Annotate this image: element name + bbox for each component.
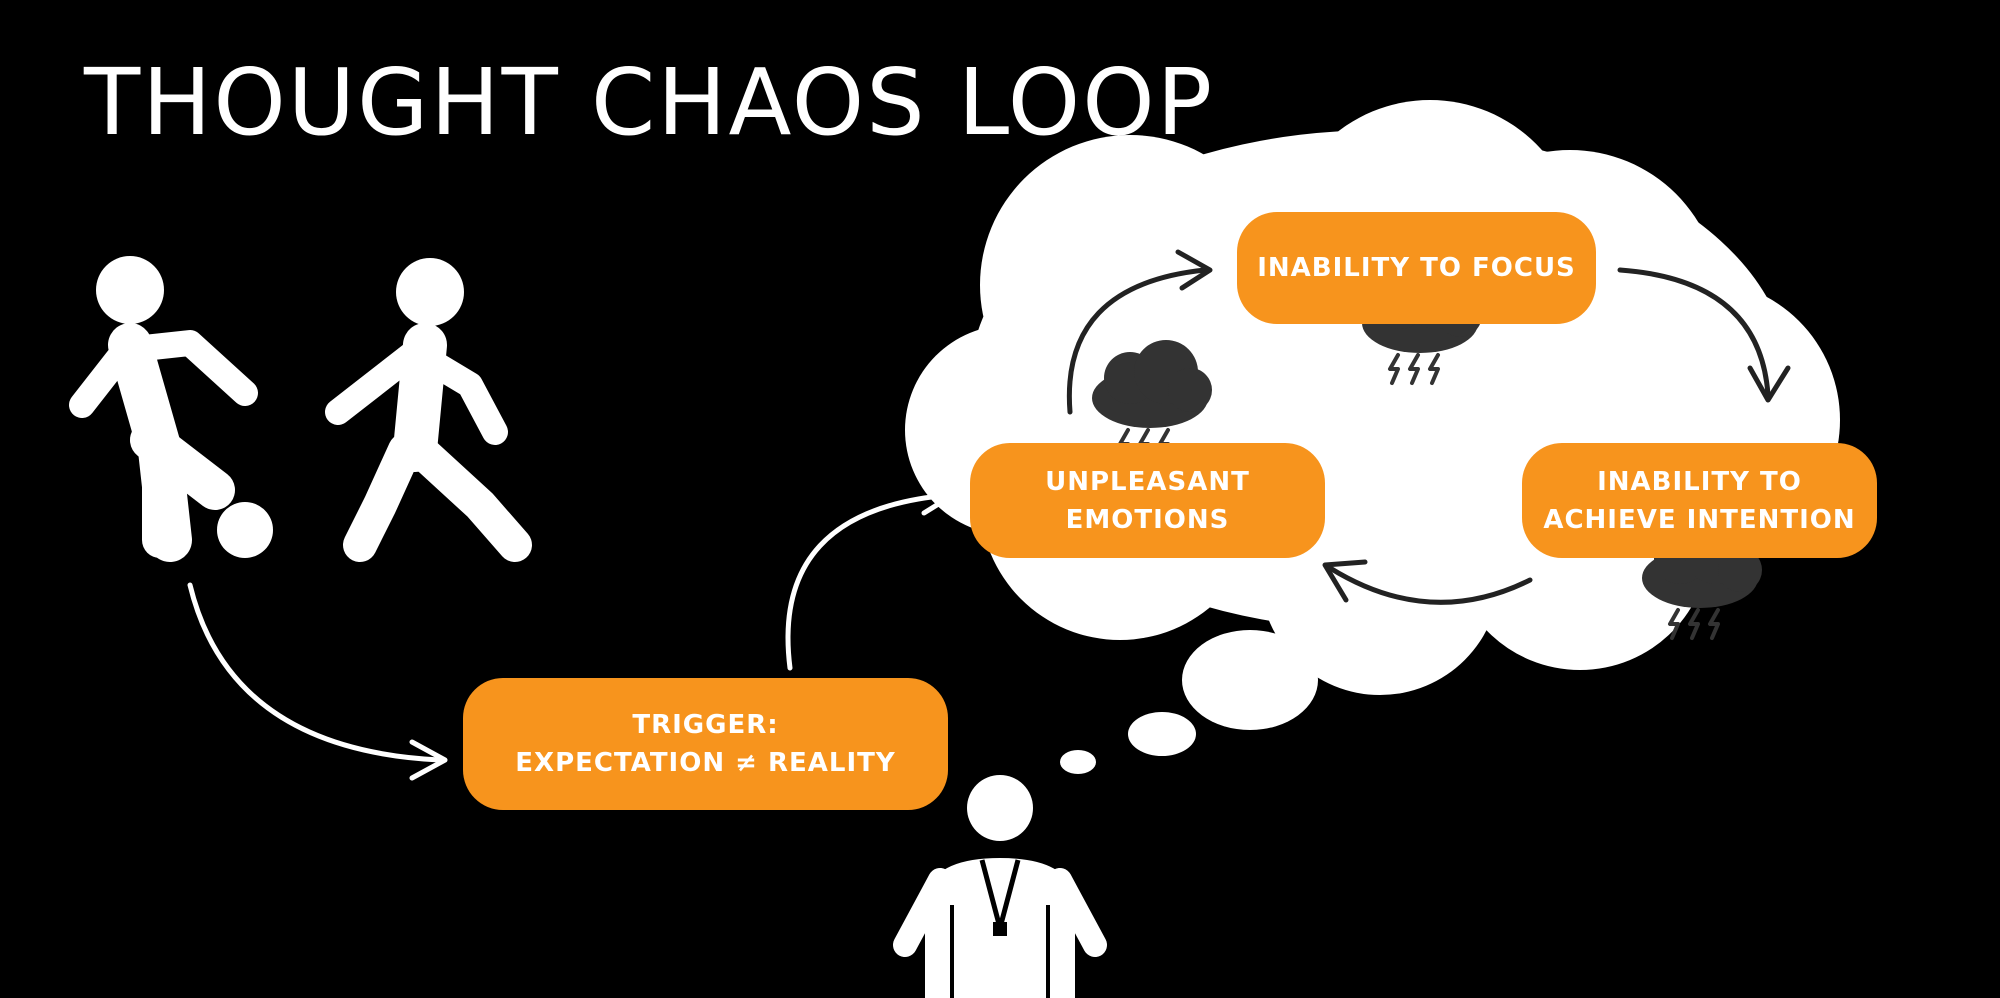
intention-box-line2: ACHIEVE INTENTION bbox=[1543, 504, 1856, 535]
soccer-ball-icon bbox=[217, 502, 273, 558]
person-icon bbox=[893, 775, 1107, 998]
focus-box-line1: INABILITY TO FOCUS bbox=[1257, 253, 1576, 283]
thought-cloud-icon bbox=[905, 100, 1840, 774]
arrow-trigger-to-emotions bbox=[785, 475, 956, 671]
arrow-focus-to-intention bbox=[1617, 267, 1791, 403]
emotions-box-line2: EMOTIONS bbox=[1065, 504, 1230, 535]
arrow-intention-to-emotions bbox=[1322, 559, 1533, 605]
trigger-box-line1: TRIGGER: bbox=[632, 710, 779, 740]
emotions-box-line1: UNPLEASANT bbox=[1045, 466, 1250, 497]
arrow-players-to-trigger bbox=[187, 582, 448, 781]
arrow-emotions-to-focus bbox=[1066, 249, 1213, 415]
focus-box: INABILITY TO FOCUS bbox=[1237, 212, 1596, 324]
page-title: THOUGHT CHAOS LOOP bbox=[84, 49, 1215, 156]
intention-box: INABILITY TO ACHIEVE INTENTION bbox=[1522, 443, 1877, 558]
soccer-players-icon bbox=[69, 256, 532, 562]
trigger-box-line2: EXPECTATION ≠ REALITY bbox=[515, 748, 896, 778]
emotions-box: UNPLEASANT EMOTIONS bbox=[970, 443, 1325, 558]
trigger-box: TRIGGER: EXPECTATION ≠ REALITY bbox=[463, 678, 948, 810]
intention-box-line1: INABILITY TO bbox=[1597, 466, 1802, 497]
